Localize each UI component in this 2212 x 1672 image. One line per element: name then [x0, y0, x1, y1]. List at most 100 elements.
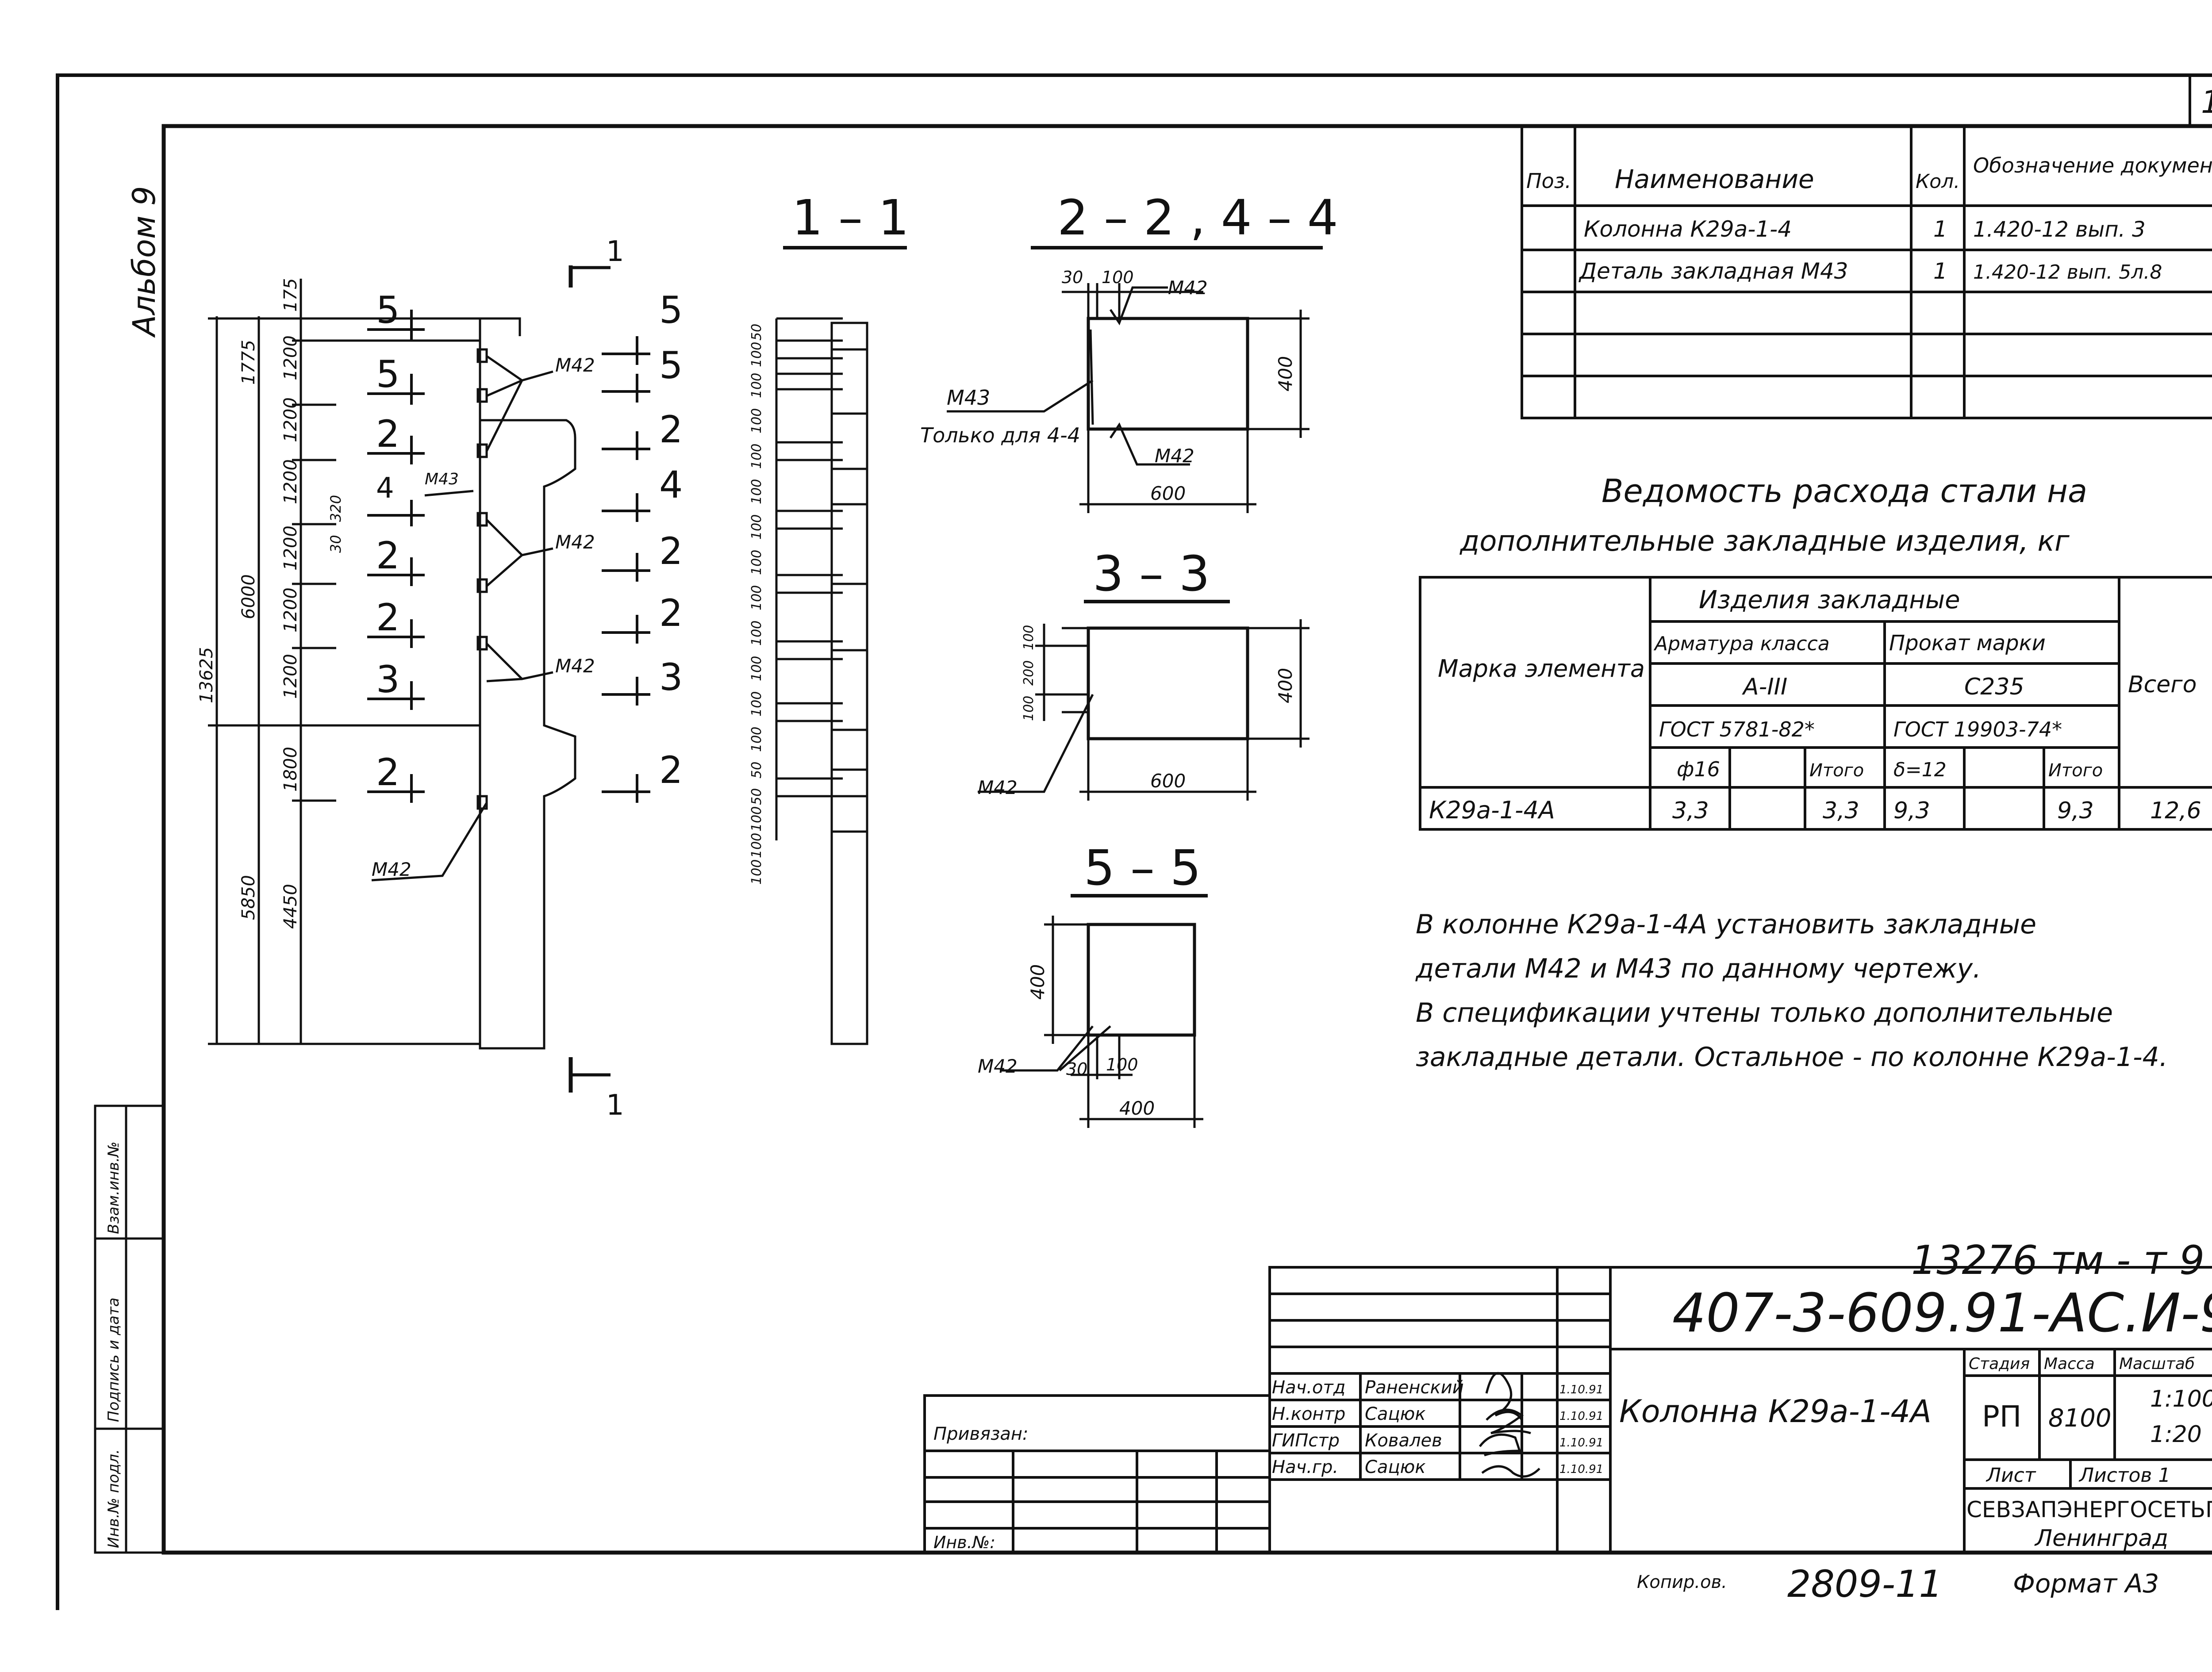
- steel-h-itogo2: Итого: [2048, 760, 2103, 781]
- staff-role-3: ГИПстр: [1272, 1430, 1340, 1451]
- cut-mark-left-1: 5: [376, 288, 399, 332]
- label-m42-low: М42: [555, 655, 595, 677]
- cut-mark-right-6: 2: [659, 591, 683, 635]
- label-m42-bottom: М42: [372, 859, 411, 880]
- sec11-dim-13: 100: [749, 727, 764, 752]
- dim-1200-f: 1200: [280, 654, 301, 699]
- sec33-height: 400: [1275, 668, 1296, 703]
- dim-30: 30: [327, 535, 344, 553]
- copy-number: 2809-11: [1787, 1562, 1943, 1606]
- staff-date-1: 1.10.91: [1559, 1383, 1603, 1396]
- spec-row1-name: Колонна К29а-1-4: [1584, 216, 1792, 242]
- steel-row-delta12: 9,3: [1893, 798, 1930, 824]
- staff-name-1: Раненский: [1365, 1377, 1464, 1398]
- spec-header-doc: Обозначение документа: [1973, 153, 2212, 177]
- spec-row2-name: Деталь закладная М43: [1578, 258, 1848, 284]
- scale-header: Масштаб: [2119, 1355, 2195, 1373]
- steel-h-rebar: Арматура класса: [1653, 633, 1830, 655]
- format-label: Формат А3: [2013, 1568, 2159, 1599]
- sec11-dim-1: 50: [749, 324, 764, 341]
- sec22-m42-bottom: М42: [1155, 445, 1194, 467]
- dim-1200-a: 1200: [280, 335, 301, 380]
- dim-1800: 1800: [280, 747, 301, 792]
- stage-value: РП: [1982, 1400, 2021, 1434]
- staff-role-1: Нач.отд: [1272, 1377, 1345, 1398]
- notes: В колонне К29а-1-4А установить закладные…: [1415, 909, 2168, 1073]
- spec-table: Поз. Наименование Кол. Обозначение докум…: [1521, 125, 2212, 419]
- sec11-dim-4: 100: [749, 408, 764, 433]
- dim-1200-e: 1200: [280, 587, 301, 633]
- note-line-1: В колонне К29а-1-4А установить закладные: [1416, 909, 2036, 940]
- sec33-dim-100b: 100: [1021, 696, 1037, 721]
- sec55-width: 400: [1119, 1097, 1155, 1119]
- steel-table: Ведомость расхода стали на дополнительны…: [1419, 472, 2212, 831]
- staff-date-2: 1.10.91: [1559, 1410, 1603, 1423]
- scale-value-1: 1:100: [2150, 1386, 2212, 1412]
- sec11-dim-11: 100: [749, 656, 764, 681]
- note-line-3: В спецификации учтены только дополнитель…: [1416, 997, 2113, 1028]
- dim-175: 175: [280, 278, 301, 312]
- sec11-dim-18: 100: [749, 859, 764, 885]
- spec-row2-doc: 1.420-12 вып. 5л.8: [1973, 261, 2162, 284]
- inventory-number: 13276 тм - т 9: [1911, 1237, 2204, 1284]
- section-5-5-title: 5 – 5: [1084, 840, 1201, 896]
- steel-h-rolled-grade: С235: [1964, 674, 2024, 700]
- steel-title-line2: дополнительные закладные изделия, кг: [1459, 525, 2070, 558]
- cut-mark-left-5: 2: [376, 534, 399, 577]
- album-label: Альбом 9: [126, 186, 162, 338]
- staff-name-3: Ковалев: [1365, 1430, 1442, 1451]
- title-name: Колонна К29а-1-4А: [1619, 1393, 1932, 1430]
- steel-row-mark: К29а-1-4А: [1429, 796, 1555, 824]
- inv-no-label: Инв.№:: [933, 1533, 995, 1552]
- dim-1200-d: 1200: [280, 525, 301, 571]
- sec11-dim-2: 100: [749, 342, 764, 367]
- sec11-dim-15: 50: [749, 788, 764, 805]
- cut-mark-left-4: 4: [376, 472, 394, 505]
- cut-mark-right-5: 2: [659, 529, 683, 573]
- spec-row1-qty: 1: [1933, 216, 1947, 242]
- dim-5850: 5850: [238, 875, 259, 920]
- side-stamp-cell-2: Подпись и дата: [105, 1297, 123, 1422]
- steel-h-rolled: Прокат марки: [1889, 631, 2046, 656]
- org-city: Ленинград: [2034, 1525, 2168, 1552]
- steel-row-itogo2: 9,3: [2057, 798, 2094, 824]
- spec-row2-qty: 1: [1933, 258, 1947, 284]
- cut-mark-right-3: 2: [659, 408, 683, 451]
- sec11-dim-8: 100: [749, 550, 764, 575]
- sec11-dim-16: 100: [749, 806, 764, 832]
- label-cut-1-top: 1: [606, 235, 624, 268]
- cut-mark-right-8: 2: [659, 748, 683, 792]
- cut-mark-right-4: 4: [659, 463, 683, 506]
- sheets-label: Листов 1: [2078, 1464, 2170, 1487]
- cut-mark-right-1: 5: [659, 288, 683, 332]
- dim-13625: 13625: [196, 647, 217, 703]
- sec33-dim-200: 200: [1021, 660, 1037, 686]
- label-m42-mid: М42: [555, 531, 595, 553]
- staff-role-4: Нач.гр.: [1272, 1457, 1338, 1477]
- section-1-1: 1 – 1: [749, 189, 909, 1045]
- dim-4450: 4450: [280, 884, 301, 929]
- sec11-dim-3: 100: [749, 373, 764, 398]
- sec22-height: 400: [1275, 356, 1296, 391]
- note-line-4: закладные детали. Остальное - по колонне…: [1416, 1042, 2168, 1073]
- stage-header: Стадия: [1969, 1355, 2030, 1373]
- label-m43: М43: [425, 470, 459, 488]
- section-2-2-title: 2 – 2 , 4 – 4: [1057, 189, 1338, 246]
- cut-mark-right-7: 3: [659, 656, 683, 699]
- side-stamp-cell-3: Инв.№ подл.: [105, 1449, 123, 1548]
- staff-name-2: Сацюк: [1365, 1404, 1426, 1424]
- steel-title-line1: Ведомость расхода стали на: [1601, 472, 2087, 510]
- spec-header-qty: Кол.: [1916, 170, 1960, 193]
- column-elevation: 175 1200 1200 1200 1200 1200 1200 1800 4…: [196, 235, 683, 1122]
- sec22-width: 600: [1150, 483, 1186, 504]
- signatures: [1479, 1372, 1540, 1478]
- sec11-dim-6: 100: [749, 479, 764, 504]
- sec33-m42: М42: [978, 777, 1018, 798]
- sec33-dim-100a: 100: [1021, 625, 1037, 650]
- label-cut-1-bottom: 1: [606, 1089, 624, 1122]
- steel-h-rebar-class: А-III: [1742, 674, 1787, 700]
- sec55-height: 400: [1027, 964, 1048, 1000]
- sec22-m42-top: М42: [1168, 277, 1208, 299]
- steel-h-gost1: ГОСТ 5781-82*: [1659, 717, 1815, 741]
